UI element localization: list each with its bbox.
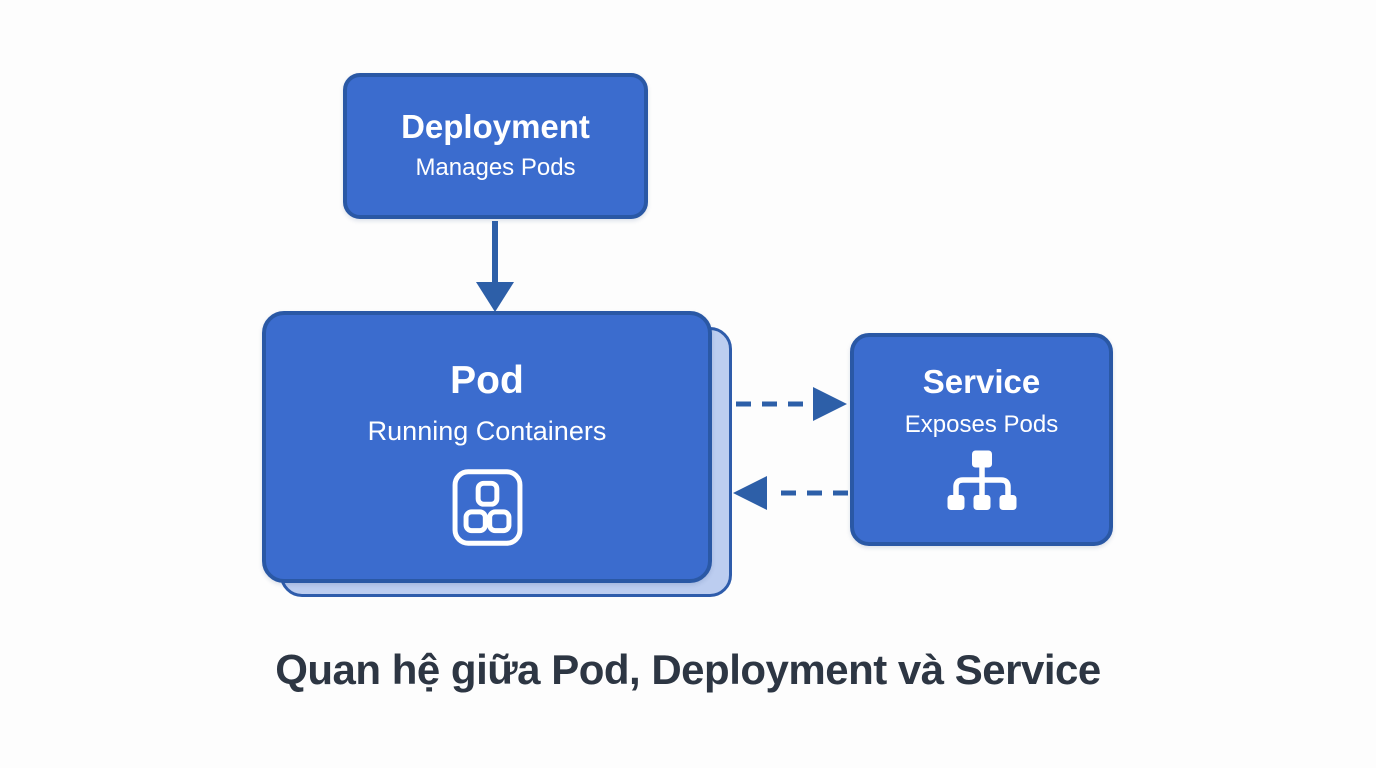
containers-icon [452,469,522,546]
service-sublabel: Exposes Pods [904,410,1059,438]
pod-label: Pod [450,359,524,402]
deployment-to-pod-arrow [476,221,514,312]
pod-sublabel: Running Containers [367,415,607,446]
service-to-pod-arrow [733,476,848,510]
deployment-node: Deployment Manages Pods [343,73,648,219]
pod-to-service-arrow [736,387,847,421]
sitemap-icon [947,450,1016,511]
diagram-title: Quan hệ giữa Pod, Deployment và Service [275,646,1101,693]
pod-node: Pod Running Containers [262,311,712,583]
deployment-label: Deployment [401,108,590,146]
service-label: Service [922,363,1041,400]
deployment-sublabel: Manages Pods [415,154,576,182]
service-node: Service Exposes Pods [850,333,1113,546]
